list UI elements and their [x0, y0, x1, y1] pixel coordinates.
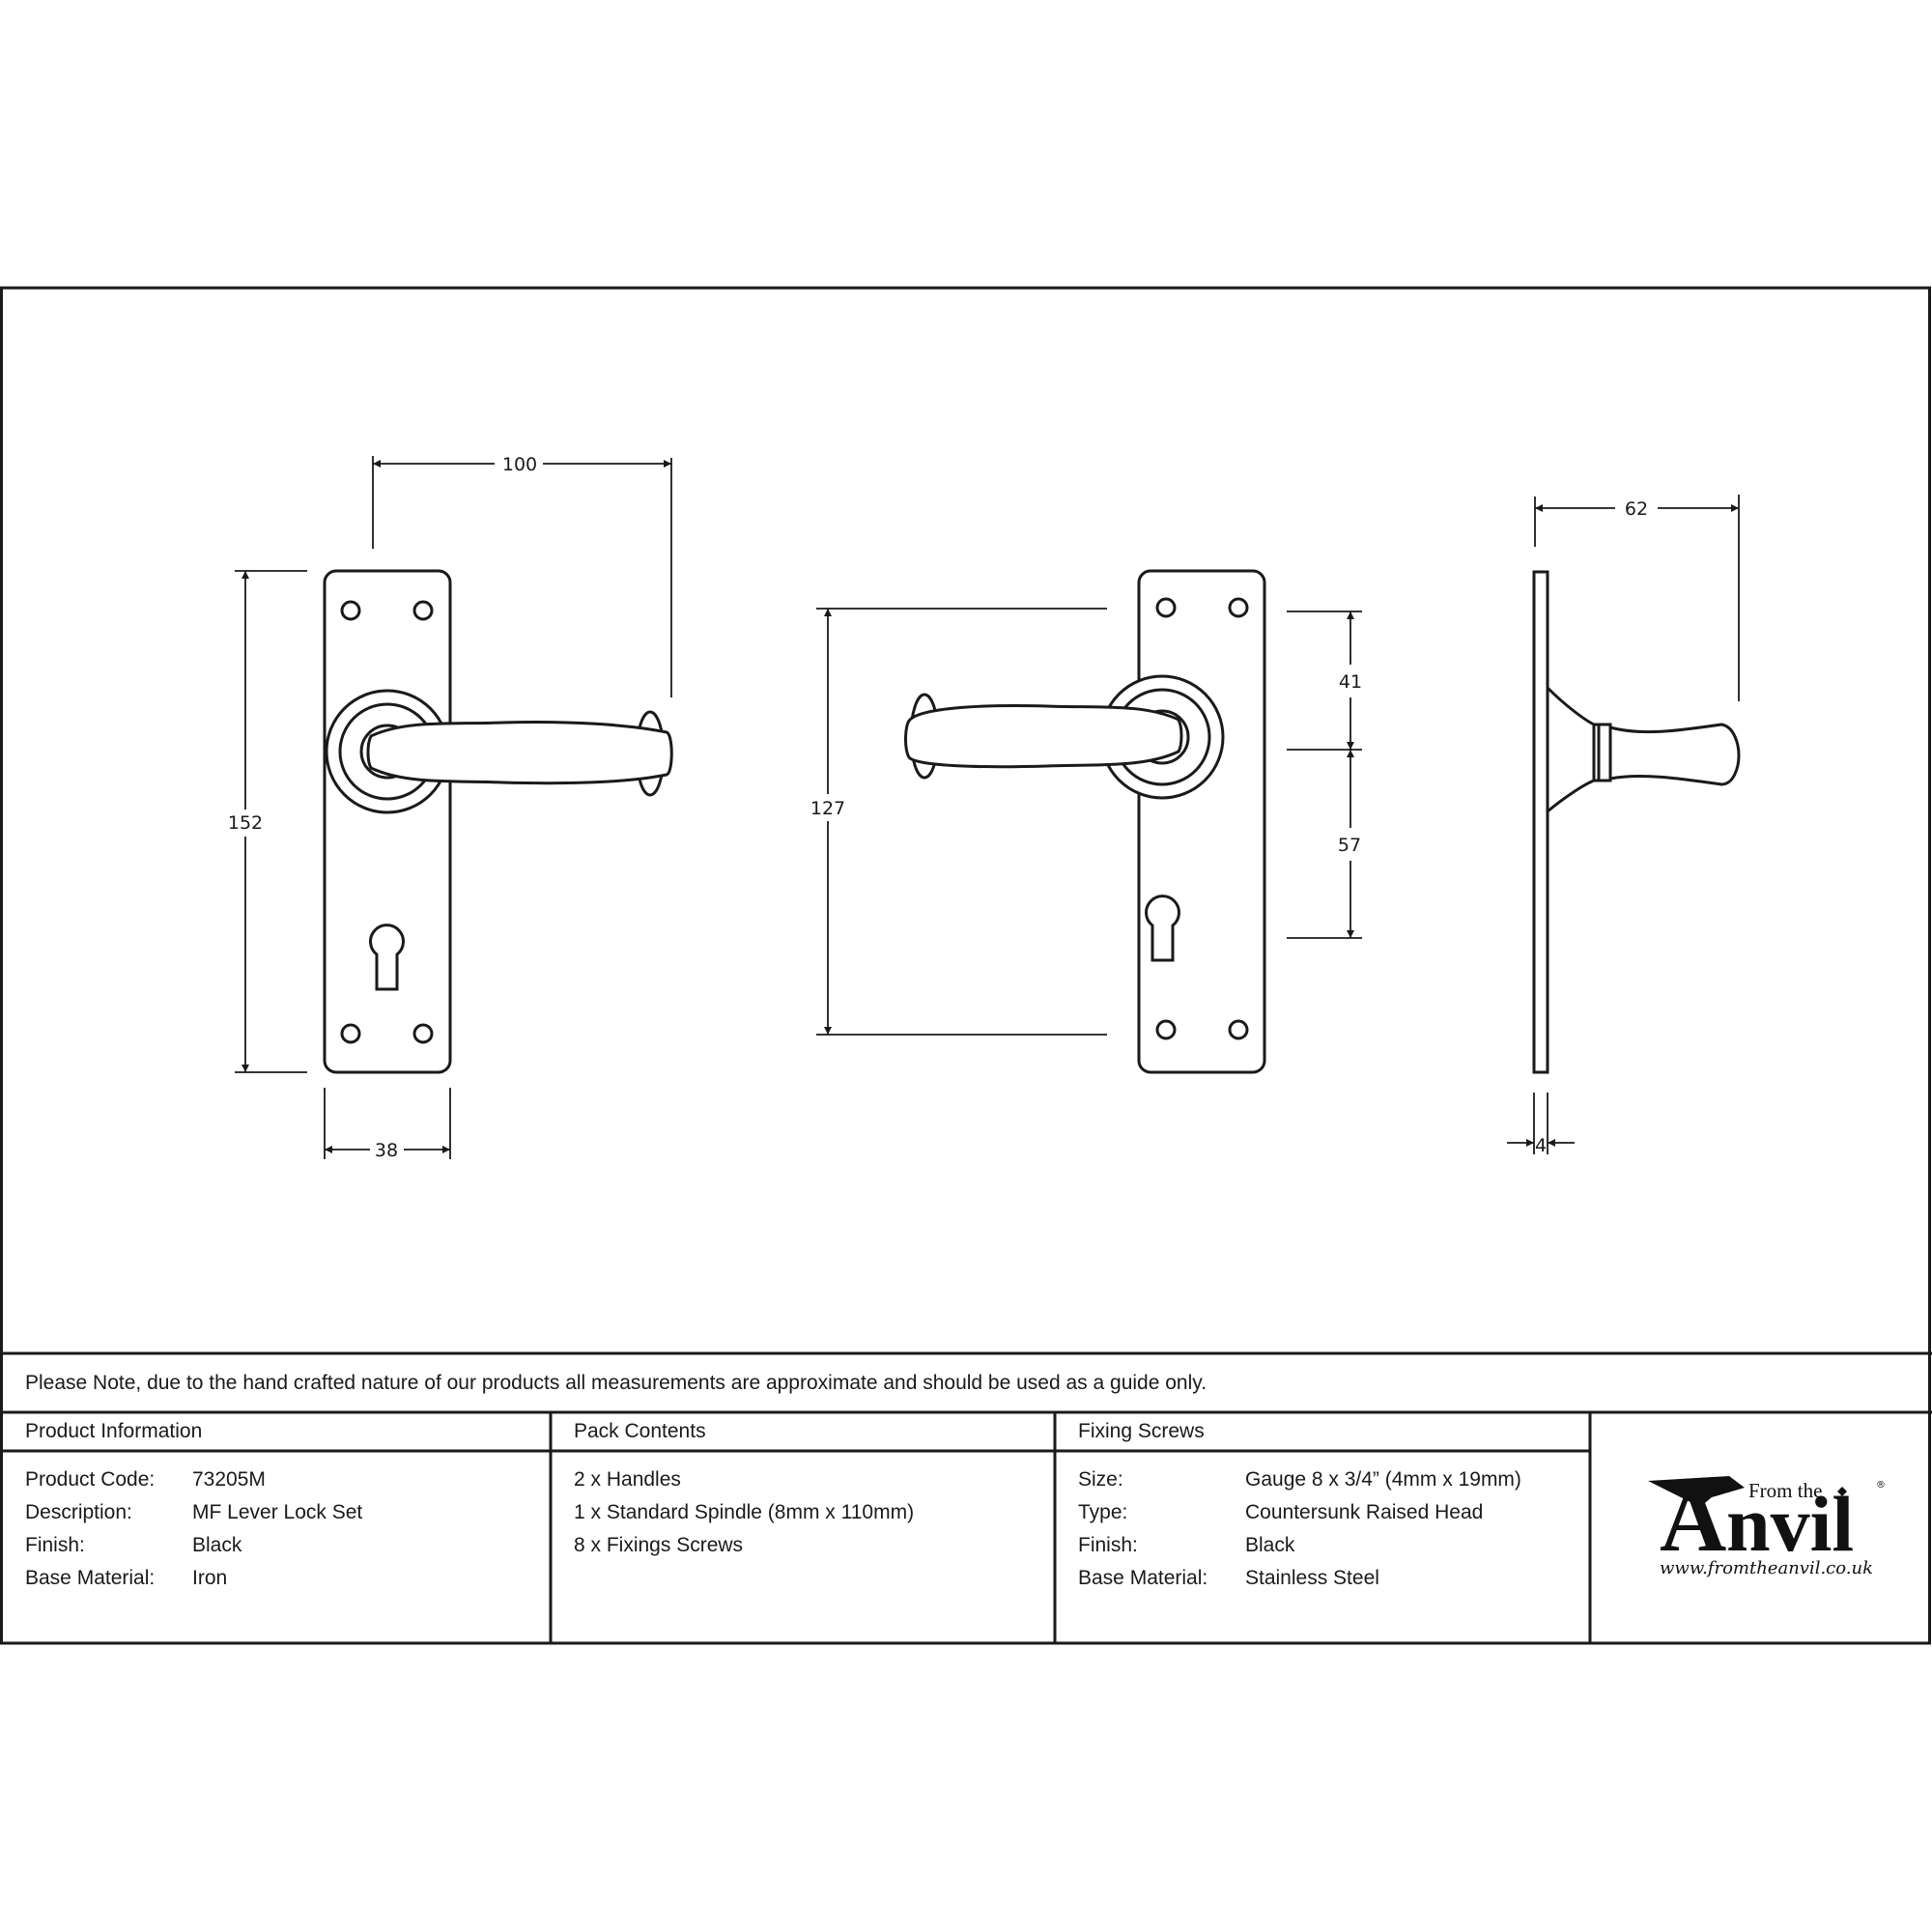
- lever-profile: [1608, 723, 1741, 786]
- description-label: Description:: [25, 1501, 132, 1523]
- dim-100-label: 100: [502, 454, 537, 475]
- keyhole: [1145, 895, 1180, 962]
- product-code-value: 73205M: [192, 1468, 266, 1491]
- fixing-hole: [340, 1023, 361, 1044]
- logo-letter-a: A: [1660, 1467, 1726, 1571]
- product-code-label: Product Code:: [25, 1468, 156, 1491]
- registered-mark: ®: [1876, 1480, 1886, 1491]
- screw-type-label: Type:: [1078, 1501, 1128, 1523]
- fixing-hole: [1155, 597, 1177, 618]
- logo-url: www.fromtheanvil.co.uk: [1660, 1558, 1873, 1578]
- lever: [366, 721, 673, 785]
- anvil-icon: [1648, 1476, 1745, 1507]
- screw-size-value: Gauge 8 x 3/4” (4mm x 19mm): [1245, 1468, 1521, 1491]
- finish-label: Finish:: [25, 1534, 85, 1556]
- description-value: MF Lever Lock Set: [192, 1501, 363, 1523]
- lever: [904, 704, 1183, 769]
- dim-152-label: 152: [228, 812, 263, 834]
- fixing-hole: [1228, 597, 1249, 618]
- front-view-right: [904, 569, 1266, 1074]
- screw-size-label: Size:: [1078, 1468, 1123, 1491]
- screw-type-value: Countersunk Raised Head: [1245, 1501, 1484, 1523]
- pack-contents-heading: Pack Contents: [574, 1420, 706, 1442]
- dim-57-label: 57: [1338, 835, 1361, 856]
- logo-from-the: From the: [1748, 1479, 1822, 1502]
- finish-value: Black: [192, 1534, 242, 1556]
- backplate: [323, 569, 452, 1074]
- screw-material-label: Base Material:: [1078, 1567, 1208, 1589]
- fixing-hole: [1155, 1019, 1177, 1040]
- collar: [1592, 723, 1612, 782]
- screw-finish-label: Finish:: [1078, 1534, 1138, 1556]
- dimensions-left: [235, 456, 672, 1159]
- pack-item: 1 x Standard Spindle (8mm x 110mm): [574, 1501, 915, 1523]
- front-view-left: [323, 569, 673, 1074]
- fixing-screws-heading: Fixing Screws: [1078, 1420, 1205, 1442]
- screw-finish-value: Black: [1245, 1534, 1295, 1556]
- rosette-profile: [1546, 686, 1596, 813]
- fixing-hole: [412, 1023, 434, 1044]
- diamond-icon: [1837, 1487, 1847, 1496]
- dim-38-label: 38: [375, 1140, 398, 1161]
- fixing-hole: [1228, 1019, 1249, 1040]
- screw-material-value: Stainless Steel: [1245, 1567, 1379, 1589]
- dim-41-label: 41: [1339, 671, 1362, 693]
- dim-127-label: 127: [810, 798, 845, 819]
- pack-item: 2 x Handles: [574, 1468, 681, 1491]
- from-the-anvil-logo: A nvil From the ® www.fromtheanvil.co.uk: [1648, 1467, 1886, 1578]
- base-material-value: Iron: [192, 1567, 228, 1589]
- keyhole: [369, 923, 405, 991]
- base-material-label: Base Material:: [25, 1567, 156, 1589]
- backplate-edge: [1532, 570, 1549, 1074]
- product-information-heading: Product Information: [25, 1420, 203, 1442]
- fixing-hole: [412, 600, 434, 621]
- dim-4-label: 4: [1535, 1135, 1547, 1156]
- backplate: [1137, 569, 1266, 1074]
- dim-62-label: 62: [1625, 498, 1648, 520]
- side-view: [1532, 570, 1741, 1074]
- dimensions-side: [1507, 495, 1740, 1154]
- dimensions-right: [816, 608, 1362, 1036]
- sheet-frame: [0, 286, 1932, 1645]
- fixing-hole: [340, 600, 361, 621]
- measurement-note: Please Note, due to the hand crafted nat…: [25, 1372, 1208, 1394]
- logo-anvil-word: nvil: [1726, 1480, 1854, 1568]
- pack-item: 8 x Fixings Screws: [574, 1534, 744, 1556]
